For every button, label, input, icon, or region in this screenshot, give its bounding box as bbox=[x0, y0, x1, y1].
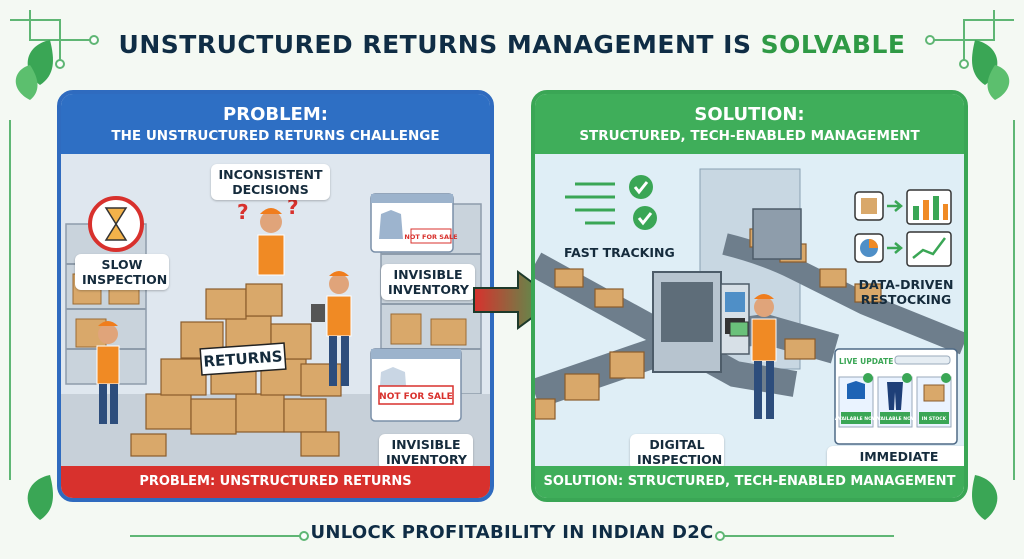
title-accent: SOLVABLE bbox=[760, 30, 906, 59]
worker-figure bbox=[311, 271, 352, 386]
title-main: UNSTRUCTURED RETURNS MANAGEMENT IS bbox=[118, 30, 761, 59]
page-title: UNSTRUCTURED RETURNS MANAGEMENT IS SOLVA… bbox=[0, 30, 1024, 59]
not-for-sale-badge-small: NOT FOR SALE bbox=[404, 228, 458, 244]
hourglass-icon bbox=[88, 196, 144, 252]
solution-title: SOLUTION: bbox=[694, 104, 805, 125]
problem-title: PROBLEM: bbox=[223, 104, 328, 125]
label-slow-inspection: SLOW INSPECTION bbox=[75, 254, 169, 290]
returns-sign: RETURNS bbox=[199, 342, 287, 376]
label-invisible-inventory-1: INVISIBLE INVENTORY bbox=[381, 264, 475, 300]
problem-header: PROBLEM: THE UNSTRUCTURED RETURNS CHALLE… bbox=[61, 94, 490, 154]
solution-footer-text: SOLUTION: STRUCTURED, TECH-ENABLED MANAG… bbox=[543, 474, 956, 489]
label-invisible-inventory-2: INVISIBLE INVENTORY bbox=[379, 434, 473, 470]
live-item-2: AVAILABLE NOW bbox=[874, 416, 916, 422]
label-fast-tracking: FAST TRACKING bbox=[564, 245, 675, 260]
solution-footer: SOLUTION: STRUCTURED, TECH-ENABLED MANAG… bbox=[535, 466, 964, 498]
leaf-icon bbox=[15, 40, 1010, 520]
not-for-sale-large: NOT FOR SALE bbox=[379, 392, 453, 402]
solution-subtitle: STRUCTURED, TECH-ENABLED MANAGEMENT bbox=[579, 128, 920, 144]
problem-footer: PROBLEM: UNSTRUCTURED RETURNS bbox=[61, 466, 490, 498]
automated-scene: LIVE UPDATE AVAILABLE NOW AVAILABLE NOW … bbox=[535, 154, 964, 466]
bar-chart-icon bbox=[906, 189, 952, 225]
live-item-1: AVAILABLE NOW bbox=[835, 416, 877, 422]
worker-figure bbox=[96, 321, 120, 424]
box-icon bbox=[923, 384, 945, 402]
svg-text:?: ? bbox=[237, 200, 249, 224]
live-update-screen: LIVE UPDATE AVAILABLE NOW AVAILABLE NOW … bbox=[834, 348, 958, 445]
live-item-3: IN STOCK bbox=[922, 416, 947, 422]
returns-label: RETURNS bbox=[203, 347, 283, 370]
pie-chart-icon bbox=[854, 233, 884, 263]
check-icon bbox=[629, 175, 653, 199]
jeans-icon bbox=[887, 382, 903, 410]
solution-panel: LIVE UPDATE AVAILABLE NOW AVAILABLE NOW … bbox=[531, 90, 968, 502]
speed-lines bbox=[565, 182, 615, 225]
check-icon bbox=[633, 206, 657, 230]
live-update-title: LIVE UPDATE bbox=[839, 357, 893, 366]
not-for-sale-badge-large: NOT FOR SALE bbox=[378, 385, 454, 405]
box-icon bbox=[854, 191, 884, 221]
problem-subtitle: THE UNSTRUCTURED RETURNS CHALLENGE bbox=[111, 128, 440, 144]
label-data-driven-restocking: DATA-DRIVEN RESTOCKING bbox=[858, 277, 954, 307]
not-for-sale-small: NOT FOR SALE bbox=[404, 233, 457, 241]
label-digital-inspection: DIGITAL INSPECTION bbox=[630, 434, 724, 470]
svg-text:?: ? bbox=[287, 195, 299, 219]
tshirt-icon bbox=[847, 381, 865, 399]
problem-panel: ? ? NOT FOR SALE NOT FOR SALE bbox=[57, 90, 494, 502]
page-footer: UNLOCK PROFITABILITY IN INDIAN D2C bbox=[310, 522, 714, 543]
worker-figure bbox=[257, 208, 285, 276]
solution-header: SOLUTION: STRUCTURED, TECH-ENABLED MANAG… bbox=[535, 94, 964, 154]
problem-footer-text: PROBLEM: UNSTRUCTURED RETURNS bbox=[139, 474, 412, 489]
worker-figure bbox=[729, 294, 777, 419]
label-inconsistent-decisions: INCONSISTENT DECISIONS bbox=[211, 164, 330, 200]
inventory-screen-icon bbox=[370, 348, 462, 422]
line-chart-icon bbox=[906, 231, 952, 267]
